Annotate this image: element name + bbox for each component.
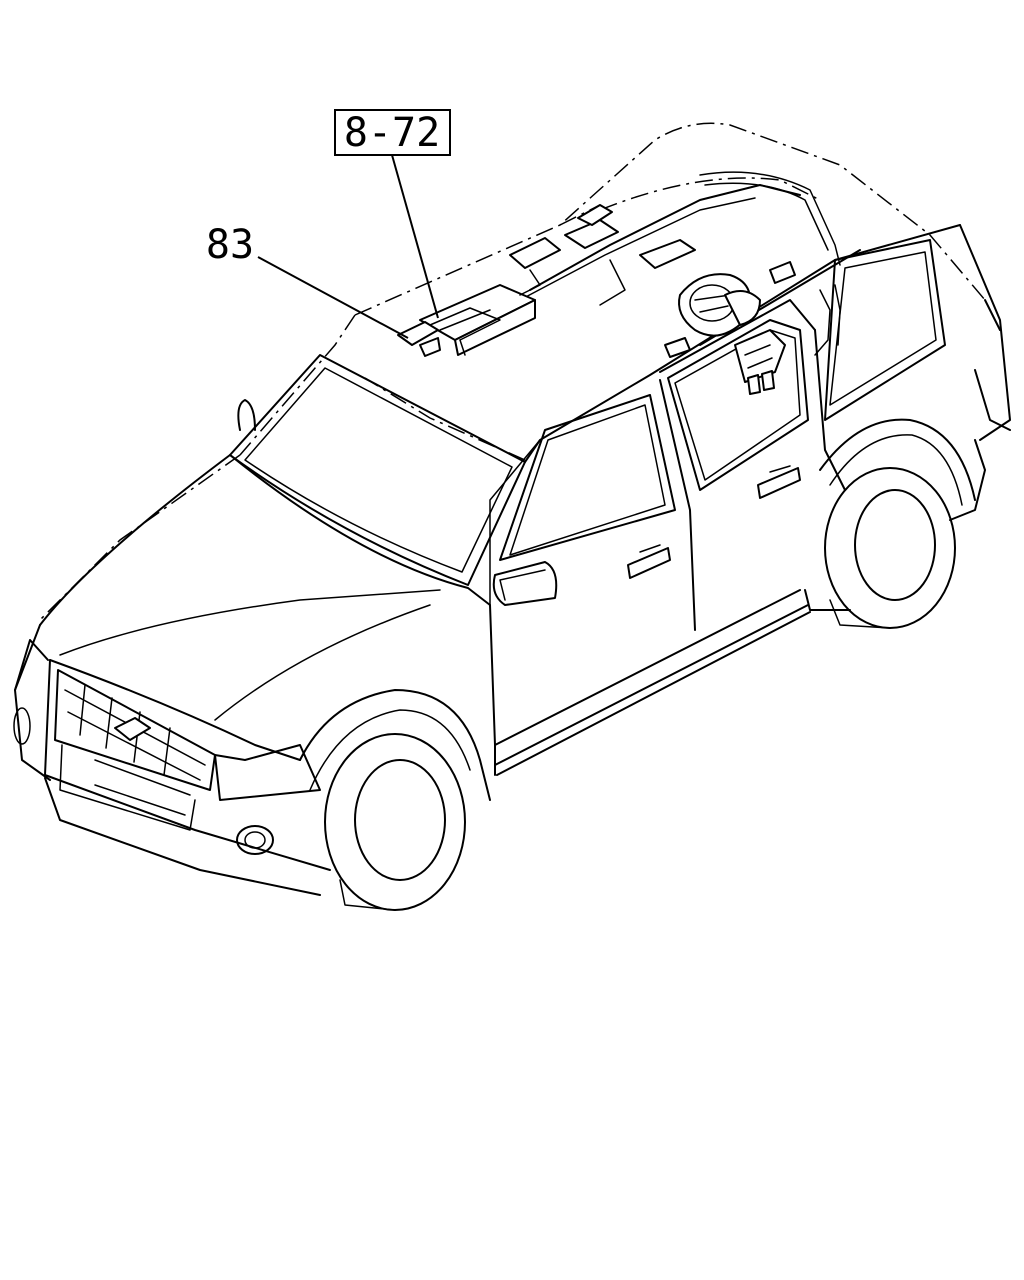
roof-harness-assembly xyxy=(397,171,861,395)
callout-8-72: 8-72 xyxy=(334,109,451,319)
front-wheel xyxy=(324,733,466,911)
leader-line-8-72 xyxy=(391,154,439,319)
vehicle-outline xyxy=(13,122,1011,911)
side-mirror xyxy=(492,561,558,606)
callout-label-8-72: 8-72 xyxy=(344,110,440,156)
rear-wheel xyxy=(824,467,956,629)
callout-83: 83 xyxy=(206,222,409,339)
leader-line-83 xyxy=(257,256,409,339)
callout-box xyxy=(334,109,451,156)
callout-label-83: 83 xyxy=(206,222,254,268)
